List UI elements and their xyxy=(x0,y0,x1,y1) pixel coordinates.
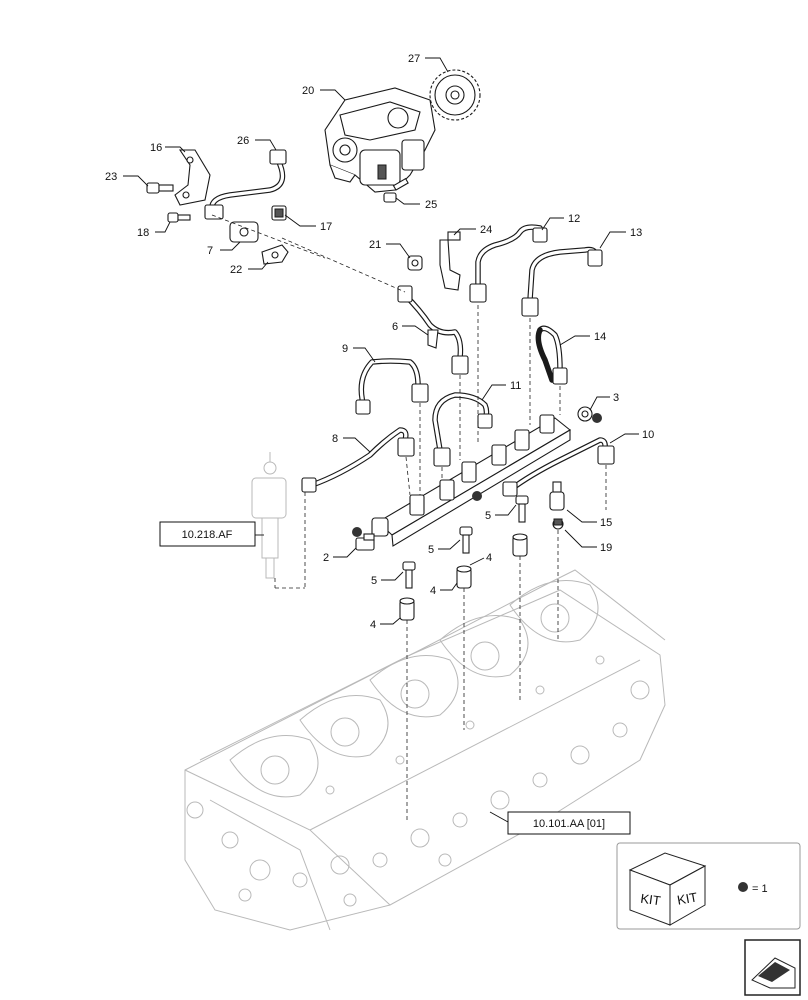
injector xyxy=(251,452,287,579)
pump-drive-gear xyxy=(429,69,481,121)
callout-5-c: 5 xyxy=(371,575,377,587)
callout-23: 23 xyxy=(105,171,117,183)
callout-9: 9 xyxy=(342,343,348,355)
callout-27: 27 xyxy=(408,53,420,65)
cylinder-head xyxy=(184,569,666,931)
callout-4-b: 4 xyxy=(430,585,436,597)
assembly-lines xyxy=(211,214,607,820)
callout-17: 17 xyxy=(320,221,332,233)
injection-pipe-14 xyxy=(535,325,568,385)
kit-legend: KIT KIT = 1 xyxy=(616,842,801,930)
callout-4-c: 4 xyxy=(370,619,376,631)
callout-26: 26 xyxy=(237,135,249,147)
callout-11: 11 xyxy=(510,380,521,392)
kit-marker-legend-dot xyxy=(738,882,748,892)
callout-6: 6 xyxy=(392,321,398,333)
kit-box-icon: KIT KIT xyxy=(628,852,707,926)
high-pressure-pump xyxy=(324,87,436,193)
rail-screw-b xyxy=(459,526,473,554)
callout-25: 25 xyxy=(425,199,437,211)
callout-22: 22 xyxy=(230,264,242,276)
callout-20: 20 xyxy=(302,85,314,97)
pipe-bracket xyxy=(174,149,211,206)
sealing-ring xyxy=(577,406,593,422)
pipe-fitting xyxy=(229,221,259,243)
sensor-bracket xyxy=(439,231,461,291)
callout-4-a: 4 xyxy=(486,552,492,564)
callout-18: 18 xyxy=(137,227,149,239)
callout-8: 8 xyxy=(332,433,338,445)
rail-screw-a xyxy=(515,495,529,523)
rail-spacer-a xyxy=(512,533,528,557)
pump-screw xyxy=(383,177,409,203)
sensor-seal xyxy=(552,518,564,530)
page-navigation-arrow-icon[interactable] xyxy=(744,939,801,996)
reference-injector[interactable]: 10.218.AF xyxy=(159,521,256,547)
callout-labels: 27 20 26 16 23 25 17 18 7 22 24 21 12 13… xyxy=(105,53,654,631)
callout-5-b: 5 xyxy=(428,544,434,556)
callout-24: 24 xyxy=(480,224,492,236)
callout-15: 15 xyxy=(600,517,612,529)
injection-pipe-12 xyxy=(469,224,548,303)
fitting-nut xyxy=(271,205,287,221)
gasket xyxy=(261,244,289,265)
bracket-screw xyxy=(146,182,174,194)
reference-cylinder-head-label: 10.101.AA [01] xyxy=(533,818,605,830)
injection-pipe-8 xyxy=(301,427,415,493)
injection-pipe-6 xyxy=(397,285,469,375)
callout-13: 13 xyxy=(630,227,642,239)
rail-spacer-c xyxy=(399,597,415,621)
rail-screw-c xyxy=(402,561,416,589)
reference-cylinder-head[interactable]: 10.101.AA [01] xyxy=(507,811,631,835)
common-rail xyxy=(371,414,571,547)
rail-pressure-sensor xyxy=(549,481,565,511)
kit-label-left: KIT xyxy=(640,891,662,909)
leader-lines xyxy=(123,57,639,823)
callout-3: 3 xyxy=(613,392,619,404)
kit-label-right: KIT xyxy=(676,889,699,907)
pressure-relief-valve xyxy=(355,533,375,551)
pipe-clip xyxy=(407,255,423,271)
injection-pipe-13 xyxy=(521,246,603,317)
injection-pipe-11 xyxy=(432,392,493,467)
rail-spacer-b xyxy=(456,565,472,589)
callout-21: 21 xyxy=(369,239,381,251)
callout-16: 16 xyxy=(150,142,162,154)
callout-5-a: 5 xyxy=(485,510,491,522)
kit-markers xyxy=(352,413,602,537)
fitting-screw-18 xyxy=(167,212,191,223)
callout-12: 12 xyxy=(568,213,580,225)
injection-pipe-9 xyxy=(355,358,429,415)
callout-14: 14 xyxy=(594,331,606,343)
injection-pipe-10 xyxy=(502,437,615,497)
callout-10: 10 xyxy=(642,429,654,441)
callout-2: 2 xyxy=(323,552,329,564)
callout-7: 7 xyxy=(207,245,213,257)
pump-supply-pipe xyxy=(204,149,287,220)
callout-19: 19 xyxy=(600,542,612,554)
kit-legend-equals: = 1 xyxy=(752,883,768,895)
reference-injector-label: 10.218.AF xyxy=(182,529,233,541)
